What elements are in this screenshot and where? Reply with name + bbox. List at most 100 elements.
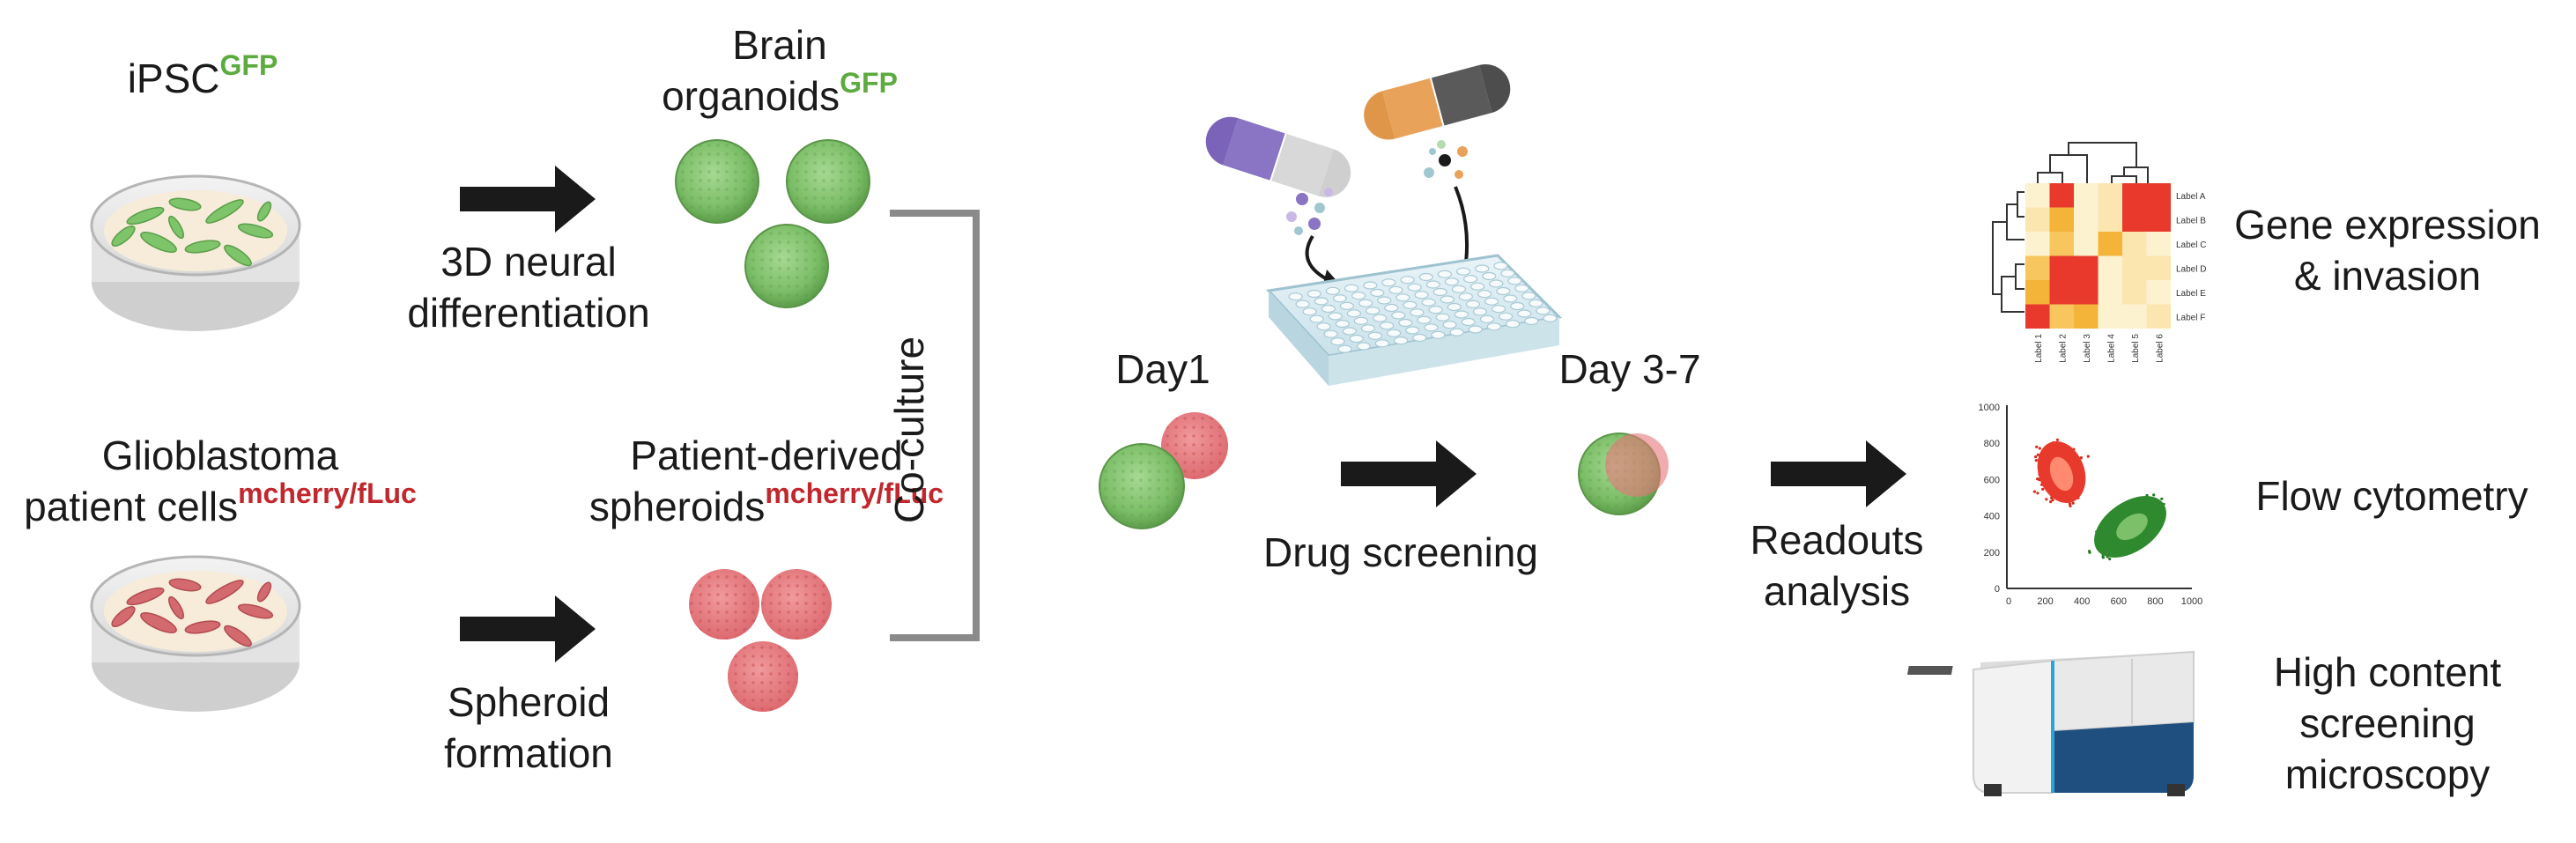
coculture-bracket xyxy=(890,210,980,641)
heatmap-cell xyxy=(2074,255,2099,280)
plate-well xyxy=(1393,336,1409,345)
heatmap-cell xyxy=(2074,183,2099,208)
plate-well xyxy=(1507,277,1522,285)
coculture-label: Co-culture xyxy=(886,336,932,524)
plate-well xyxy=(1403,300,1418,309)
plate-well xyxy=(1428,306,1443,314)
flow-event-dot xyxy=(2101,556,2105,559)
plate-well xyxy=(1365,307,1381,315)
plate-well xyxy=(1353,316,1369,325)
patient-line2: spheroids xyxy=(588,484,766,529)
readouts-line1: Readouts xyxy=(1750,517,1924,563)
day37-label: Day 3-7 xyxy=(1558,346,1701,392)
plate-well xyxy=(1344,284,1359,292)
plate-well xyxy=(1316,322,1331,331)
flow-x-tick: 800 xyxy=(2147,596,2163,607)
heatmap-cell xyxy=(2146,183,2171,208)
plate-well xyxy=(1458,292,1474,301)
plate-well xyxy=(1351,292,1366,300)
plate-well xyxy=(1400,276,1415,285)
plate-well xyxy=(1496,286,1511,296)
heatmap-cell xyxy=(2074,232,2099,256)
flow-event-dot xyxy=(2036,492,2039,495)
plate-well xyxy=(1346,309,1362,318)
plate-well xyxy=(1472,307,1488,316)
plate-well xyxy=(1477,290,1492,299)
heatmap-cell xyxy=(2098,183,2122,208)
flow-event-dot xyxy=(2035,445,2039,448)
heatmap-row-label: Label A xyxy=(2176,192,2206,202)
arrow-right-icon xyxy=(460,166,596,233)
plate-well xyxy=(1358,299,1373,307)
gene-line1: Gene expression xyxy=(2234,202,2541,248)
drug-particles xyxy=(1286,140,1468,235)
spheroid-formation-label: Spheroid formation xyxy=(405,677,652,779)
plate-well xyxy=(1543,314,1558,322)
plate-well xyxy=(1295,299,1310,308)
plate-well xyxy=(1323,329,1338,338)
plate-well xyxy=(1418,272,1433,282)
plate-well xyxy=(1461,317,1476,327)
plate-well xyxy=(1424,323,1439,332)
plate-well xyxy=(1370,288,1385,298)
capsule-icon xyxy=(1364,63,1511,140)
heatmap-cell xyxy=(2122,255,2147,280)
flow-y-tick: 800 xyxy=(1984,439,2000,449)
plate-well xyxy=(1328,312,1343,321)
heatmap-cell xyxy=(2049,232,2074,256)
heatmap-cell xyxy=(2025,280,2050,305)
plate-well xyxy=(1440,295,1455,304)
plate-well xyxy=(1379,322,1395,330)
heatmap-cell xyxy=(2025,255,2050,280)
flow-event-dot xyxy=(2038,447,2041,450)
spheroid-line1: Spheroid xyxy=(447,679,611,725)
plate-well xyxy=(1479,314,1495,323)
heatmap-cell xyxy=(2146,255,2171,280)
flow-y-tick: 200 xyxy=(1984,548,2000,558)
plate-well xyxy=(1517,309,1532,318)
plate-well xyxy=(1374,339,1390,348)
organoid-icon xyxy=(675,139,759,224)
plate-well xyxy=(1335,319,1350,329)
flow-event-dot xyxy=(2108,558,2112,561)
heatmap-cell xyxy=(2049,280,2074,305)
plate-well xyxy=(1435,313,1450,322)
readouts-analysis-label: Readouts analysis xyxy=(1709,514,1965,617)
brain-organoids-label: Brain organoidsGFP xyxy=(625,19,934,122)
plate-well xyxy=(1529,299,1543,307)
plate-well xyxy=(1482,271,1497,281)
neural-differentiation-label: 3D neural differentiation xyxy=(388,236,670,338)
flow-x-tick: 200 xyxy=(2037,596,2053,607)
plate-well xyxy=(1431,330,1446,339)
patient-mcherry-superscript: mcherry/fLuc xyxy=(765,477,944,509)
heatmap-row-label: Label B xyxy=(2176,216,2206,226)
organoid-icon xyxy=(786,139,870,224)
organoid-icon xyxy=(744,224,829,308)
hcs-microscopy-label: High content screening microscopy xyxy=(2238,647,2537,800)
plate-well xyxy=(1498,312,1514,321)
hcs-line1: High content xyxy=(2273,649,2502,695)
heatmap-cell xyxy=(2146,304,2171,329)
plate-well xyxy=(1444,277,1460,286)
flow-cytometry-label: Flow cytometry xyxy=(2255,473,2528,519)
flow-event-dot xyxy=(2055,438,2059,441)
heatmap-cell xyxy=(2025,304,2050,329)
plate-well xyxy=(1342,327,1357,336)
arrow-right-icon xyxy=(1771,440,1906,507)
plate-well xyxy=(1360,324,1376,333)
neural-line1: 3D neural xyxy=(440,239,617,285)
flow-y-tick: 400 xyxy=(1984,512,2000,522)
plate-well xyxy=(1475,264,1490,273)
plate-well xyxy=(1493,262,1508,270)
plate-well xyxy=(1395,293,1410,302)
plate-well xyxy=(1332,294,1348,303)
glio-line2: patient cells xyxy=(24,484,239,529)
plate-well xyxy=(1510,301,1525,311)
flow-event-dot xyxy=(2036,453,2039,457)
plate-well xyxy=(1325,286,1341,295)
plate-well xyxy=(1484,297,1499,306)
flow-event-dot xyxy=(2051,499,2054,502)
heatmap-cell xyxy=(2049,183,2074,208)
plate-well xyxy=(1407,283,1422,292)
petri-dish-icon xyxy=(90,174,301,331)
